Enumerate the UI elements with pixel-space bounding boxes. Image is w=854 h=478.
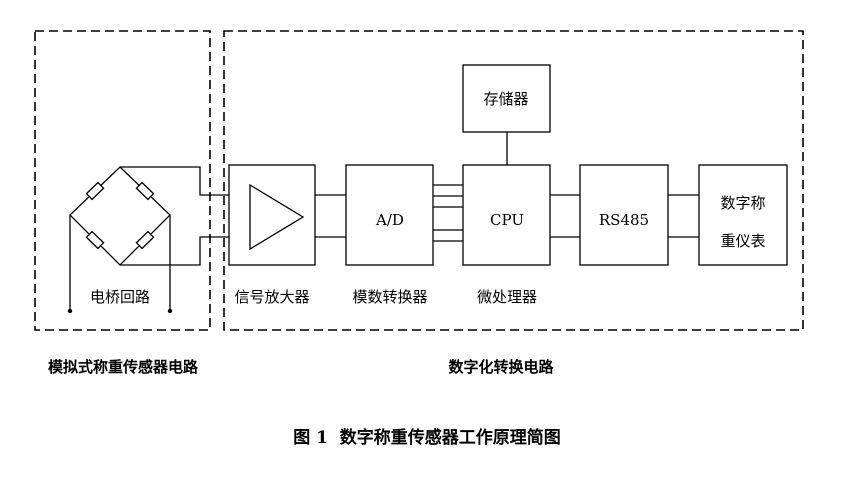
cpu-caption: 微处理器 [477, 288, 537, 306]
storage-block [462, 64, 551, 133]
adc-block [345, 164, 434, 266]
resistor-bottom-left [85, 230, 105, 250]
display-text-line1: 数字称 [720, 194, 765, 212]
analog-region-box [34, 30, 211, 331]
cpu-text: CPU [490, 211, 524, 229]
terminal-left [67, 308, 73, 314]
adc-text: A/D [375, 211, 404, 229]
adc-caption: 模数转换器 [352, 288, 427, 306]
bridge-diamond [69, 166, 171, 266]
rs485-block [579, 164, 669, 266]
digital-region-label: 数字化转换电路 [448, 358, 554, 376]
adc-cpu-bus [433, 184, 463, 242]
amplifier-symbol [249, 183, 305, 251]
cpu-block [462, 164, 551, 266]
display-block [698, 164, 788, 266]
digital-region-box [223, 30, 804, 331]
bridge-label: 电桥回路 [90, 288, 150, 306]
analog-region-label: 模拟式称重传感器电路 [48, 358, 199, 376]
display-text-line2: 重仪表 [720, 232, 765, 250]
rs485-text: RS485 [599, 211, 649, 229]
resistor-top-right [135, 181, 155, 201]
storage-text: 存储器 [483, 90, 528, 108]
amplifier-caption: 信号放大器 [234, 288, 309, 306]
resistor-bottom-right [135, 230, 155, 250]
bridge-circuit [67, 166, 229, 314]
figure-caption: 图 1 数字称重传感器工作原理简图 [293, 427, 561, 448]
terminal-right [167, 308, 173, 314]
resistor-top-left [85, 181, 105, 201]
amplifier-block [228, 164, 316, 266]
signal-lead-top [120, 166, 229, 196]
signal-lead-bottom [120, 236, 229, 266]
